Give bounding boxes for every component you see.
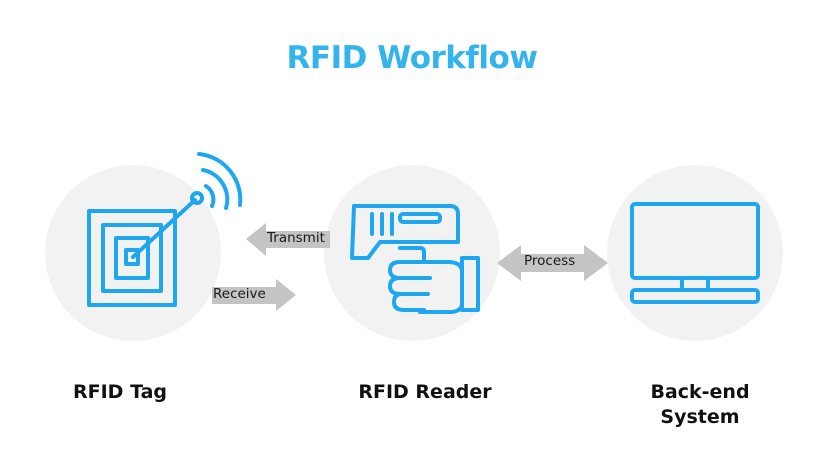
transmit-arrow bbox=[246, 223, 330, 256]
transmit-label: Transmit bbox=[267, 230, 325, 246]
rfid-reader-gun-icon bbox=[350, 204, 480, 314]
receive-arrow bbox=[212, 279, 296, 311]
backend-system-label: Back-end System bbox=[620, 380, 780, 430]
monitor-icon bbox=[630, 202, 760, 304]
page-title: RFID Workflow bbox=[286, 40, 538, 76]
rfid-tag-label: RFID Tag bbox=[73, 381, 167, 403]
rfid-reader-label: RFID Reader bbox=[358, 381, 492, 403]
backend-label-line1: Back-end bbox=[650, 381, 750, 403]
backend-label-line2: System bbox=[660, 406, 740, 428]
rfid-tag-icon bbox=[87, 152, 243, 307]
process-label: Process bbox=[524, 253, 576, 269]
backend-circle bbox=[607, 165, 783, 341]
process-arrow bbox=[497, 245, 608, 281]
receive-label: Receive bbox=[213, 286, 266, 302]
